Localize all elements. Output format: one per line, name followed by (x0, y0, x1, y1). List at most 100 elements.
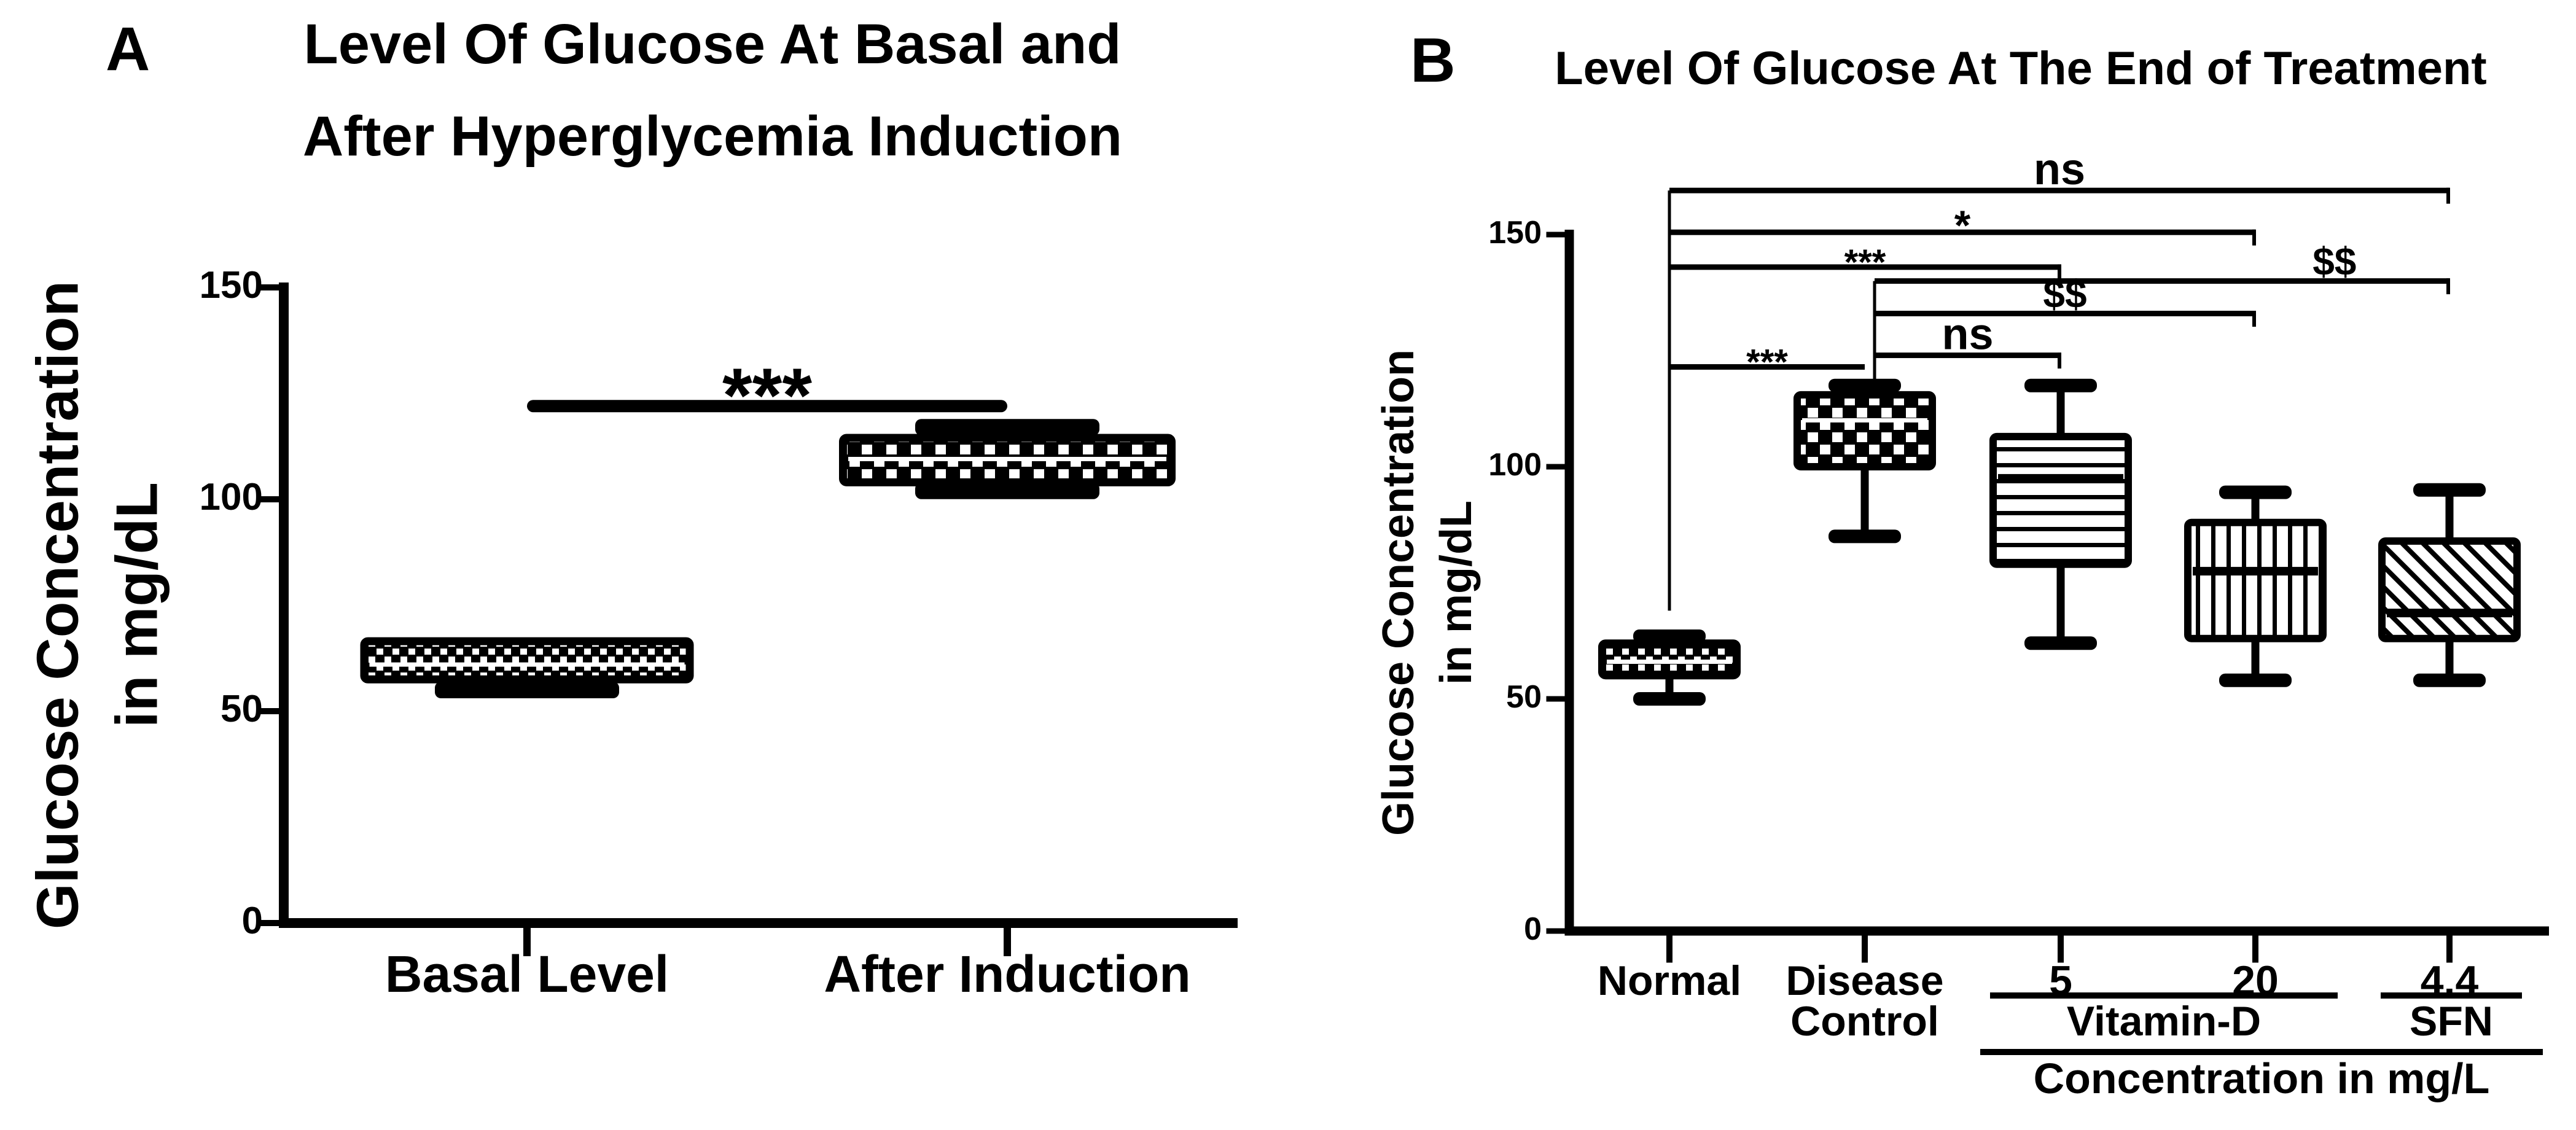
sig-bracket-stem-normal (1668, 190, 1671, 611)
panel-b-ylabel-line1: Glucose Concentration (1374, 349, 1424, 836)
panel-a-ylabel-line1: Glucose Concentration (25, 280, 91, 930)
vitamin-d-group-line (1990, 992, 2338, 999)
sig-bar-normal-4-4 (1669, 187, 2449, 193)
panel-b-ytick-100: 100 (1488, 447, 1542, 483)
box-basal-level (360, 637, 694, 684)
panel-a-ytick-0: 0 (241, 900, 263, 942)
panel-b-x-axis (1564, 926, 2549, 936)
sig-bar-disease-4-4 (1875, 278, 2449, 284)
sig-bracket-stem-disease (1873, 281, 1876, 391)
sig-bar-end-tick (2446, 278, 2450, 295)
sig-bar-normal-disease (1669, 364, 1865, 370)
sig-bar-disease-20 (1875, 311, 2255, 317)
whisker-upper-cap (1829, 378, 1901, 392)
panel-a-x-tick-after-induction (1004, 928, 1011, 956)
panel-b-title: Level Of Glucose At The End of Treatment (1555, 42, 2487, 95)
group-label-vitamin-d: Vitamin-D (2066, 998, 2262, 1045)
panel-a-y-tick-100 (258, 496, 279, 502)
boxplot-basal-level (360, 637, 694, 698)
sig-bar-basal-level-after-induction (527, 400, 1007, 413)
panel-a-ytick-50: 50 (221, 688, 263, 730)
panel-a-x-axis (279, 918, 1238, 928)
median-normal (1607, 660, 1732, 664)
panel-b-category-control-line2: Control (1790, 998, 1939, 1045)
whisker-lower-stem (1860, 467, 1869, 537)
panel-a-category-basal-level: Basal Level (384, 945, 669, 1003)
whisker-lower-cap (915, 482, 1099, 499)
sfn-group-line (2381, 992, 2522, 999)
sig-bar-normal-20 (1669, 229, 2255, 235)
panel-b-x-tick-disease (1862, 935, 1868, 963)
whisker-lower-stem (2251, 638, 2260, 680)
median-5 (1998, 473, 2123, 483)
panel-a-y-tick-150 (258, 284, 279, 290)
panel-b-letter: B (1410, 25, 1456, 95)
panel-b-category-disease: Disease (1786, 957, 1944, 1004)
boxplot-4-4 (2378, 483, 2521, 687)
sig-bar-end-tick (2252, 229, 2256, 246)
whisker-lower-stem (2056, 564, 2065, 644)
group-label-sfn: SFN (2410, 998, 2493, 1045)
panel-a-title-line1: Level Of Glucose At Basal and (303, 13, 1122, 76)
panel-b-x-tick-4-4 (2446, 935, 2453, 963)
panel-a-ytick-100: 100 (199, 476, 263, 518)
concentration-group-line (1980, 1049, 2543, 1055)
panel-b-y-tick-50 (1546, 696, 1565, 702)
sig-bar-end-tick (2252, 311, 2256, 327)
panel-b-y-tick-150 (1546, 232, 1565, 238)
whisker-upper-cap (2219, 485, 2292, 499)
panel-a-category-after-induction: After Induction (824, 945, 1191, 1003)
median-4-4 (2387, 609, 2512, 618)
whisker-upper-cap (915, 419, 1099, 436)
whisker-upper-stem (2056, 385, 2065, 437)
box-4-4 (2378, 537, 2521, 642)
sig-bar-end-tick (2058, 264, 2061, 281)
sig-label-normal-5: *** (1844, 243, 1886, 282)
whisker-lower-cap (1633, 692, 1706, 706)
sig-label-normal-4-4: ns (2034, 145, 2085, 194)
boxplot-after-induction (839, 419, 1176, 499)
sig-label-normal-disease: *** (1746, 342, 1788, 382)
sig-label-basal-level-after-induction: *** (722, 353, 812, 438)
whisker-upper-cap (2024, 378, 2097, 392)
panel-a-title-line2: After Hyperglycemia Induction (302, 105, 1123, 168)
panel-b-x-tick-5 (2058, 935, 2064, 963)
sig-label-disease-4-4: $$ (2313, 240, 2356, 284)
boxplot-20 (2184, 485, 2327, 687)
box-20 (2184, 518, 2327, 642)
panel-b-ytick-50: 50 (1506, 679, 1542, 715)
panel-b-ylabel-line2: in mg/dL (1432, 501, 1481, 685)
box-disease-control (1793, 391, 1936, 471)
whisker-upper-stem (2251, 492, 2260, 523)
panel-a-x-tick-basal-level (523, 928, 531, 956)
panel-b-category-normal: Normal (1597, 957, 1742, 1004)
panel-a-y-axis (279, 282, 289, 928)
panel-b-ytick-0: 0 (1524, 911, 1542, 947)
whisker-upper-cap (2413, 483, 2486, 497)
whisker-lower-stem (2445, 638, 2454, 680)
panel-a-y-tick-50 (258, 708, 279, 714)
panel-b-y-axis (1564, 230, 1574, 936)
panel-a-significance: *** (527, 353, 1007, 438)
boxplot-5 (1989, 378, 2132, 650)
median-after-induction (848, 456, 1166, 461)
panel-b-x-tick-normal (1666, 935, 1672, 963)
sig-label-normal-20: * (1954, 202, 1971, 249)
panel-b-significance: ***ns$$$$****ns (1668, 145, 2450, 611)
whisker-upper-stem (2445, 489, 2454, 541)
whisker-lower-cap (2219, 673, 2292, 687)
panel-a-plot: *** (258, 282, 1238, 956)
median-basal-level (369, 662, 685, 667)
sig-label-disease-5: ns (1942, 310, 1993, 359)
panel-b-x-tick-20 (2252, 935, 2258, 963)
sig-bar-disease-5 (1875, 353, 2061, 359)
panel-b-plot: ***ns$$$$****ns (1546, 145, 2549, 963)
panel-b-ytick-150: 150 (1488, 215, 1542, 251)
median-20 (2193, 567, 2318, 576)
sig-bar-end-tick (2058, 353, 2061, 369)
median-disease-control (1802, 418, 1927, 423)
boxplot-normal (1598, 629, 1741, 706)
whisker-lower-cap (1829, 529, 1901, 544)
